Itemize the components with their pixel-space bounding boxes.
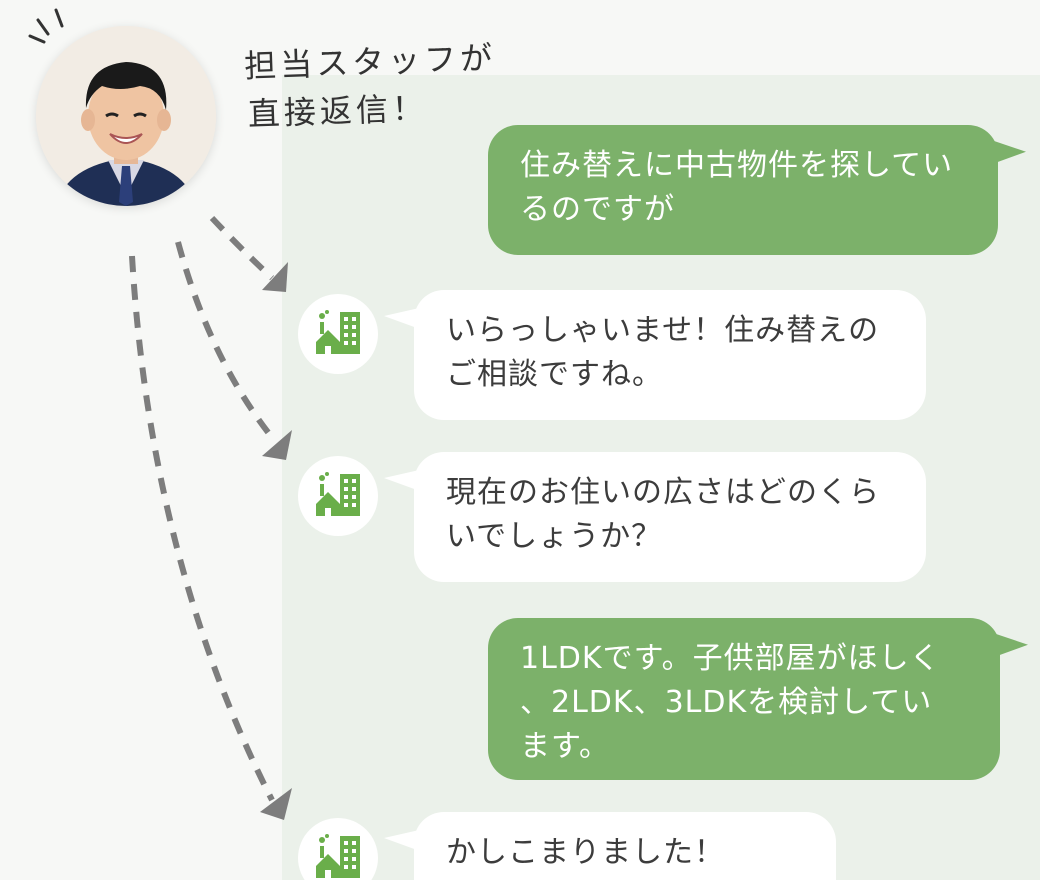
message-line: ご相談ですね。 — [446, 357, 663, 392]
house-and-building-icon — [316, 310, 360, 354]
shop-message-bubble: かしこまりました！ — [414, 812, 836, 880]
emphasis-marks-icon — [28, 8, 64, 44]
arrow-2-line — [175, 241, 277, 442]
arrow-2-head — [262, 430, 292, 460]
staff-avatar — [36, 26, 216, 206]
house-and-building-icon — [316, 834, 360, 878]
message-line: いでしょうか？ — [446, 519, 663, 554]
reply-arrows — [129, 215, 292, 820]
message-line: ます。 — [520, 729, 610, 764]
shop-avatar — [298, 294, 378, 374]
arrow-1-line — [209, 215, 275, 281]
arrow-3-head — [260, 788, 292, 820]
message-line: 、2LDK、3LDKを検討してい — [520, 685, 933, 720]
shop-message-bubble: 現在のお住いの広さはどのくら いでしょうか？ — [414, 452, 926, 582]
user-message-bubble: 1LDKです。子供部屋がほしく 、2LDK、3LDKを検討してい ます。 — [488, 618, 1000, 780]
user-message-bubble: 住み替えに中古物件を探してい るのですが — [488, 125, 998, 255]
shop-avatar — [298, 818, 378, 880]
staff-photo-icon — [36, 26, 216, 206]
arrow-3-line — [129, 255, 275, 802]
shop-avatar — [298, 456, 378, 536]
message-line: いらっしゃいませ！住み替えの — [446, 313, 880, 348]
message-line: 1LDKです。子供部屋がほしく — [520, 641, 941, 676]
house-and-building-icon — [316, 472, 360, 516]
message-line: 住み替えに中古物件を探してい — [520, 148, 954, 183]
arrow-1-head — [262, 262, 288, 292]
message-line: かしこまりました！ — [446, 835, 725, 870]
message-line: 現在のお住いの広さはどのくら — [446, 475, 880, 510]
message-line: るのですが — [520, 192, 675, 227]
shop-message-bubble: いらっしゃいませ！住み替えの ご相談ですね。 — [414, 290, 926, 420]
